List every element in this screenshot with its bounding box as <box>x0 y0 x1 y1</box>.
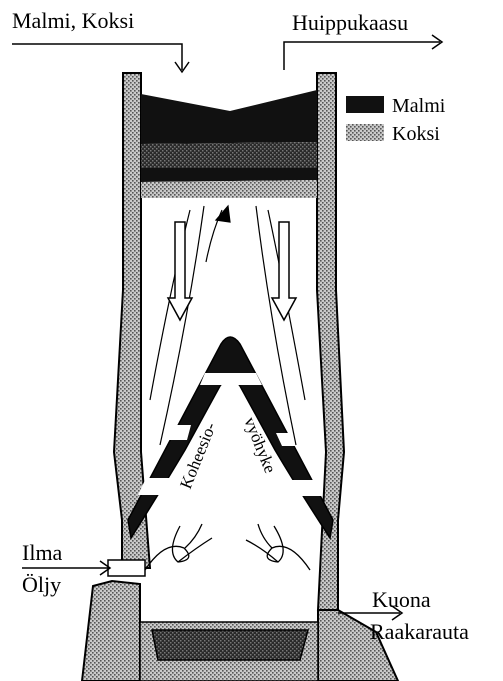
label-oil: Öljy <box>22 572 61 597</box>
label-slag: Kuona <box>372 587 431 612</box>
charge-input-arrow <box>12 44 189 72</box>
furnace-base <box>82 581 398 681</box>
label-top-gas: Huippukaasu <box>292 10 408 35</box>
legend-label-koksi: Koksi <box>392 123 440 145</box>
legend-swatch-koksi <box>346 124 384 141</box>
legend-label-malmi: Malmi <box>392 95 446 117</box>
burden-descent-arrows <box>168 222 296 320</box>
label-pig-iron: Raakarauta <box>370 619 469 644</box>
burden-layers <box>141 90 317 198</box>
tuyere-gas-swirls <box>145 524 310 570</box>
label-charge-input: Malmi, Koksi <box>12 8 134 33</box>
legend: Malmi Koksi <box>346 95 446 145</box>
cohesive-zone <box>128 337 333 538</box>
label-air: Ilma <box>22 540 63 565</box>
tuyere-left <box>108 560 145 576</box>
legend-swatch-malmi <box>346 96 384 113</box>
top-gas-arrow <box>284 35 442 70</box>
